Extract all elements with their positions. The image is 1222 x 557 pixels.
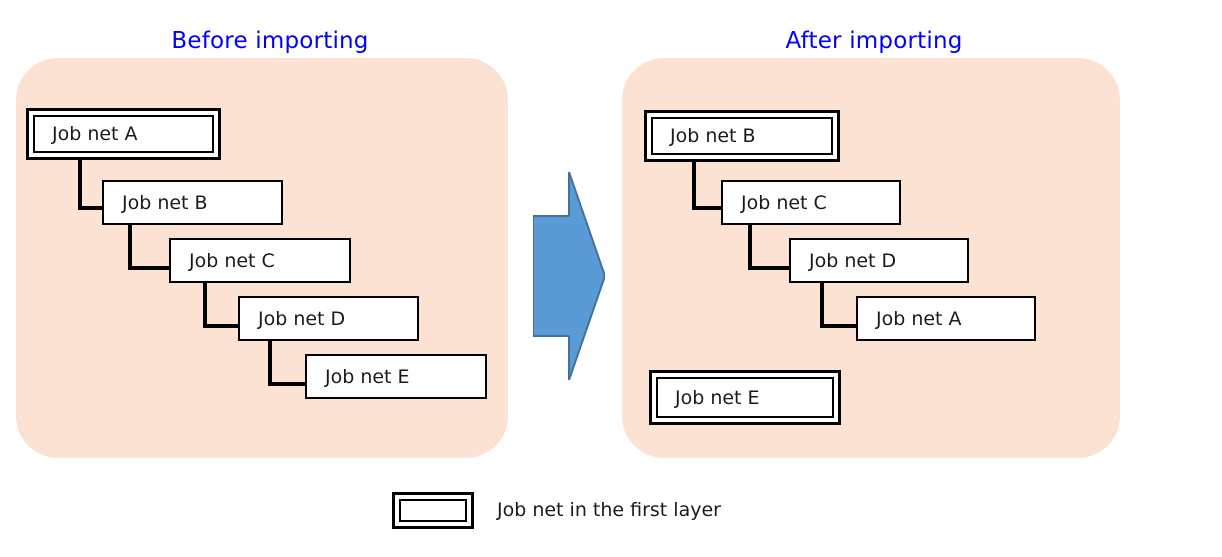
jobnet-box-before-3[interactable]: Job net D (238, 296, 419, 341)
jobnet-label: Job net E (325, 365, 410, 388)
legend-label: Job net in the first layer (497, 499, 721, 521)
legend: Job net in the first layer (392, 491, 721, 529)
connector-before-a-b (78, 158, 118, 210)
after-panel-title: After importing (785, 28, 963, 54)
jobnet-box-before-1[interactable]: Job net B (102, 180, 283, 225)
jobnet-label: Job net A (52, 123, 138, 145)
jobnet-box-after-3[interactable]: Job net A (856, 296, 1036, 341)
first-layer-inner-frame (399, 498, 467, 522)
jobnet-label: Job net C (189, 249, 275, 272)
jobnet-box-before-0[interactable]: Job net A (26, 108, 221, 160)
jobnet-label: Job net C (741, 191, 827, 214)
connector-after-d-a (820, 280, 862, 328)
jobnet-label: Job net B (122, 191, 208, 214)
jobnet-box-before-4[interactable]: Job net E (305, 354, 487, 399)
right-arrow-icon (533, 172, 605, 380)
jobnet-box-after-1[interactable]: Job net C (721, 180, 901, 225)
connector-after-c-d (748, 222, 792, 270)
connector-before-b-c (128, 222, 172, 270)
jobnet-label: Job net B (670, 125, 756, 147)
legend-first-layer-swatch (392, 491, 474, 529)
jobnet-label: Job net D (258, 307, 346, 330)
jobnet-box-before-2[interactable]: Job net C (169, 238, 351, 283)
connector-after-b-c (692, 158, 732, 210)
jobnet-box-after-4[interactable]: Job net E (649, 370, 841, 425)
jobnet-box-after-0[interactable]: Job net B (644, 110, 840, 162)
jobnet-box-after-2[interactable]: Job net D (789, 238, 969, 283)
jobnet-label: Job net A (876, 307, 962, 330)
connector-before-d-e (268, 338, 310, 386)
connector-before-c-d (203, 280, 245, 328)
jobnet-label: Job net E (675, 386, 760, 409)
jobnet-label: Job net D (809, 249, 897, 272)
before-panel-title: Before importing (171, 28, 369, 54)
